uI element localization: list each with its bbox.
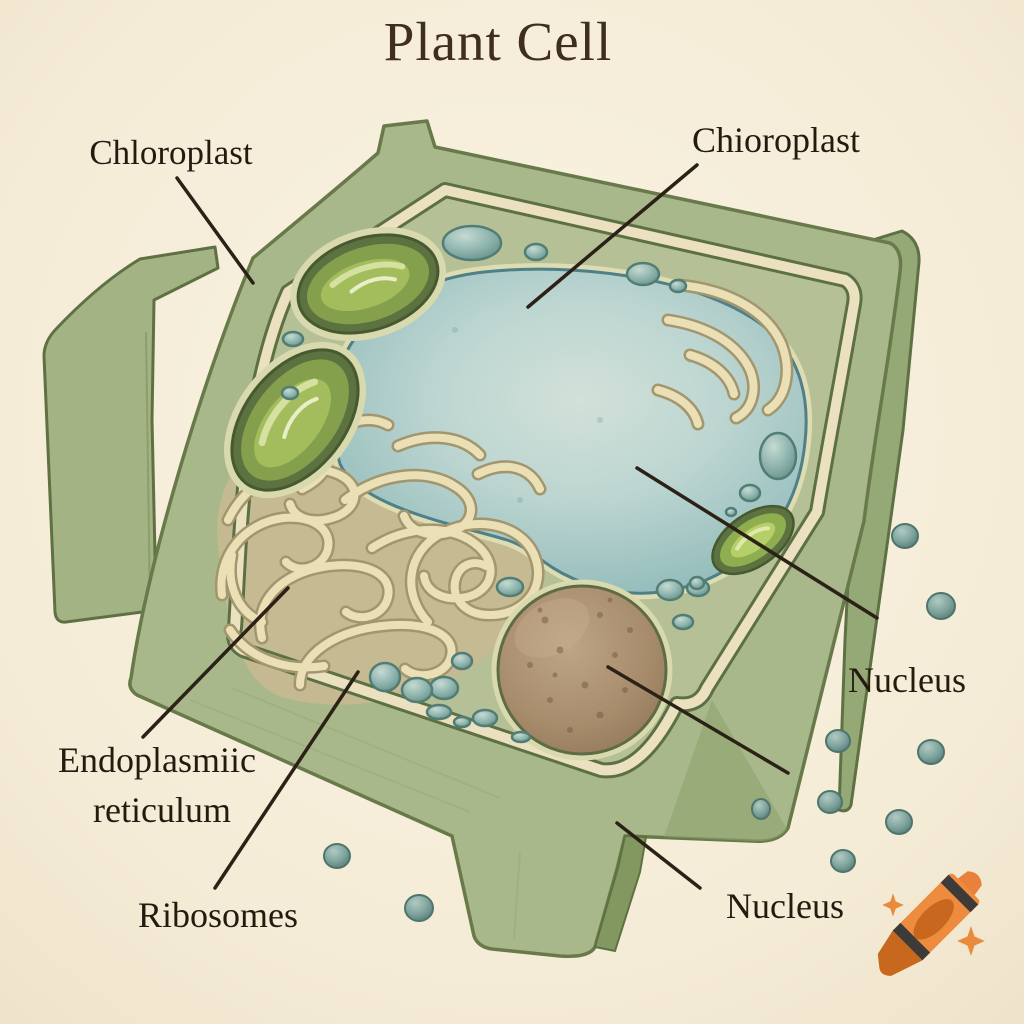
- leader-line-chioroplast: [526, 163, 699, 309]
- leader-line-nucleus-bottom: [615, 821, 702, 890]
- label-nucleus-right: Nucleus: [848, 660, 966, 700]
- vesicle-dots-inside: [280, 224, 798, 744]
- vesicle-dot: [400, 676, 434, 704]
- crayon-icon: [877, 871, 982, 976]
- vesicle-dots-outside: [323, 523, 956, 922]
- vesicle-dot: [724, 506, 738, 518]
- vesicle-dot: [671, 613, 695, 631]
- label-er-line1: Endoplasmiic: [58, 740, 256, 780]
- label-nucleus-bottom: Nucleus: [726, 886, 844, 926]
- crayon-stripe: [892, 922, 931, 961]
- chloroplast-top: [290, 226, 446, 342]
- vesicle-dot: [441, 224, 503, 262]
- chloroplast-glint: [329, 261, 406, 288]
- nucleus-highlight: [514, 598, 590, 658]
- vesicle-dot: [523, 242, 549, 262]
- vesicle-dot: [425, 703, 453, 721]
- leader-line-er: [141, 586, 290, 739]
- crayon-oval: [913, 899, 954, 940]
- leader-line-chloroplast: [175, 176, 255, 285]
- vesicle-dot: [688, 575, 706, 591]
- crayon-stripe: [940, 874, 979, 913]
- chloroplast-halo: [290, 226, 446, 342]
- leader-line-nucleus-sphere: [606, 665, 790, 775]
- chloroplast-halo: [224, 341, 366, 499]
- vesicle-dot: [281, 330, 305, 348]
- vesicle-dot: [368, 661, 402, 693]
- outside-dot: [830, 849, 856, 873]
- label-chioroplast: Chioroplast: [692, 120, 860, 160]
- vesicle-dot: [668, 278, 688, 294]
- chloroplast-glint: [258, 378, 319, 447]
- label-er-line2: reticulum: [93, 790, 231, 830]
- vesicle-dot: [280, 385, 300, 401]
- leader-line-nucleus-right: [635, 466, 879, 620]
- vesicle-dot: [510, 730, 532, 744]
- outside-dot: [926, 592, 956, 620]
- outside-dot: [885, 809, 913, 835]
- vesicle-dot: [450, 651, 474, 671]
- outside-dot: [404, 894, 434, 922]
- nucleus-halo: [491, 579, 673, 761]
- label-ribosomes: Ribosomes: [138, 895, 298, 935]
- crayon-logo: [877, 871, 985, 976]
- crayon-tip: [877, 930, 923, 976]
- foot-side-face: [593, 834, 648, 953]
- outside-dot: [825, 729, 851, 753]
- chloroplast-glint: [349, 276, 397, 294]
- leader-line-ribosomes: [213, 670, 360, 890]
- crayon-butt: [956, 871, 982, 897]
- leader-lines: [141, 163, 879, 890]
- vesicle-dot: [758, 431, 798, 481]
- outside-dot: [323, 843, 351, 869]
- nucleus: [491, 579, 673, 761]
- vesicle-dot: [428, 675, 460, 701]
- vesicle-dot: [495, 576, 525, 598]
- vesicle-dot: [655, 578, 685, 602]
- outside-dot: [891, 523, 919, 549]
- chloroplast-glint: [282, 396, 319, 439]
- nucleus-body: [496, 584, 668, 756]
- wall-texture-lines: [189, 687, 521, 941]
- chloroplast-left: [224, 341, 366, 499]
- vesicle-dot: [471, 708, 499, 728]
- outside-dot: [917, 739, 945, 765]
- outside-dot: [751, 798, 771, 820]
- label-chloroplast: Chloroplast: [89, 133, 253, 172]
- chloroplast-glint: [735, 526, 770, 551]
- page-title: Plant Cell: [384, 11, 612, 72]
- endoplasmic-reticulum: [214, 278, 794, 692]
- outside-dot: [817, 790, 843, 814]
- vesicle-dot: [625, 261, 661, 287]
- vesicle-dot: [452, 715, 472, 729]
- left-flange-ridge: [145, 331, 151, 609]
- vesicle-dot: [738, 483, 762, 503]
